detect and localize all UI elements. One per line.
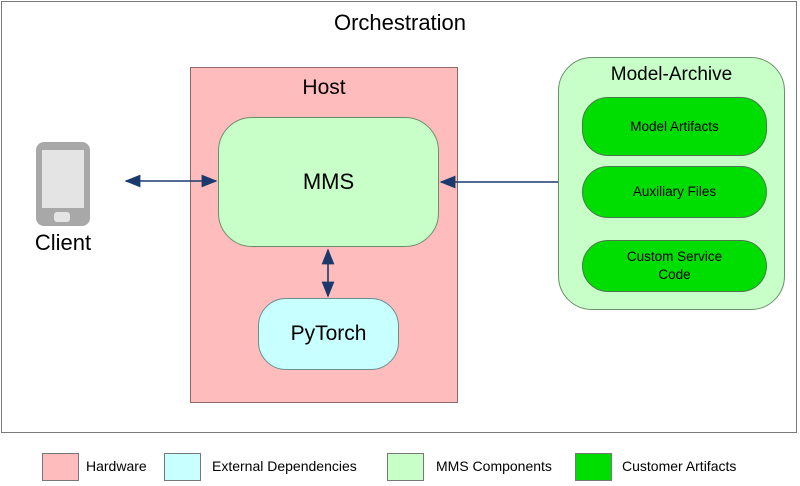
- legend-swatch-hardware: [42, 453, 79, 481]
- legend-swatch-external-dependencies: [164, 453, 201, 481]
- legend-label-hardware: Hardware: [86, 458, 147, 474]
- archive-item-model-artifacts: Model Artifacts: [582, 97, 767, 156]
- client-label: Client: [34, 230, 92, 255]
- diagram-title: Orchestration: [333, 10, 467, 35]
- legend-swatch-customer-artifacts: [575, 453, 612, 481]
- host-label: Host: [302, 76, 346, 99]
- archive-item-custom-service-code: Custom Service Code: [582, 240, 767, 292]
- legend-label-mms-components: MMS Components: [436, 458, 552, 474]
- legend-label-external-dependencies: External Dependencies: [212, 458, 357, 474]
- pytorch-node: PyTorch: [258, 298, 399, 370]
- pytorch-label: PyTorch: [290, 322, 367, 345]
- smartphone-icon: [36, 142, 90, 226]
- model-archive-label: Model-Archive: [610, 64, 733, 85]
- orchestration-frame: [1, 1, 797, 433]
- legend-swatch-mms-components: [387, 453, 424, 481]
- mms-node: MMS: [218, 117, 439, 247]
- legend-label-customer-artifacts: Customer Artifacts: [622, 458, 737, 474]
- archive-item-auxiliary-files: Auxiliary Files: [582, 166, 767, 218]
- mms-label: MMS: [302, 169, 355, 194]
